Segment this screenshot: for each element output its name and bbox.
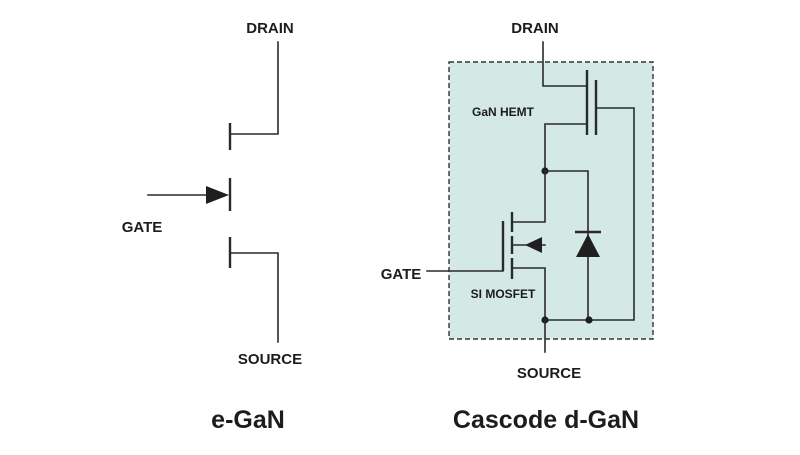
gan-hemt-transistor: [542, 41, 635, 321]
egan-gate-label: GATE: [122, 219, 163, 236]
cascode-caption: Cascode d-GaN: [453, 406, 639, 434]
si-mosfet-transistor: [426, 170, 546, 321]
mosfet-source-wire: [512, 267, 546, 321]
diode-triangle-icon: [576, 234, 600, 257]
egan-symbol: DRAIN GATE SOURCE e-GaN: [122, 20, 302, 434]
diode-branch-wire: [544, 170, 589, 321]
cascode-dgan-symbol: DRAIN GaN HEMT SI MOSFET: [381, 20, 654, 434]
mosfet-drain-wire: [511, 170, 546, 223]
hemt-drain-wire: [542, 41, 587, 87]
mosfet-body-arrow-icon: [525, 237, 542, 253]
cascode-gate-label: GATE: [381, 266, 422, 283]
diode-anode-junction-dot: [585, 316, 593, 324]
egan-source-wire: [230, 252, 279, 343]
egan-caption: e-GaN: [211, 406, 285, 434]
egan-source-label: SOURCE: [238, 351, 302, 368]
egan-drain-label: DRAIN: [246, 20, 294, 37]
egan-drain-wire: [230, 41, 279, 135]
body-diode: [575, 230, 601, 257]
egan-gate-arrow-icon: [206, 186, 229, 204]
hemt-gate-return-wire: [589, 107, 635, 321]
hemt-source-wire: [544, 123, 587, 172]
gan-hemt-label: GaN HEMT: [472, 105, 535, 119]
si-mosfet-label: SI MOSFET: [471, 287, 536, 301]
cascode-drain-label: DRAIN: [511, 20, 559, 37]
cascode-source-label: SOURCE: [517, 365, 581, 382]
